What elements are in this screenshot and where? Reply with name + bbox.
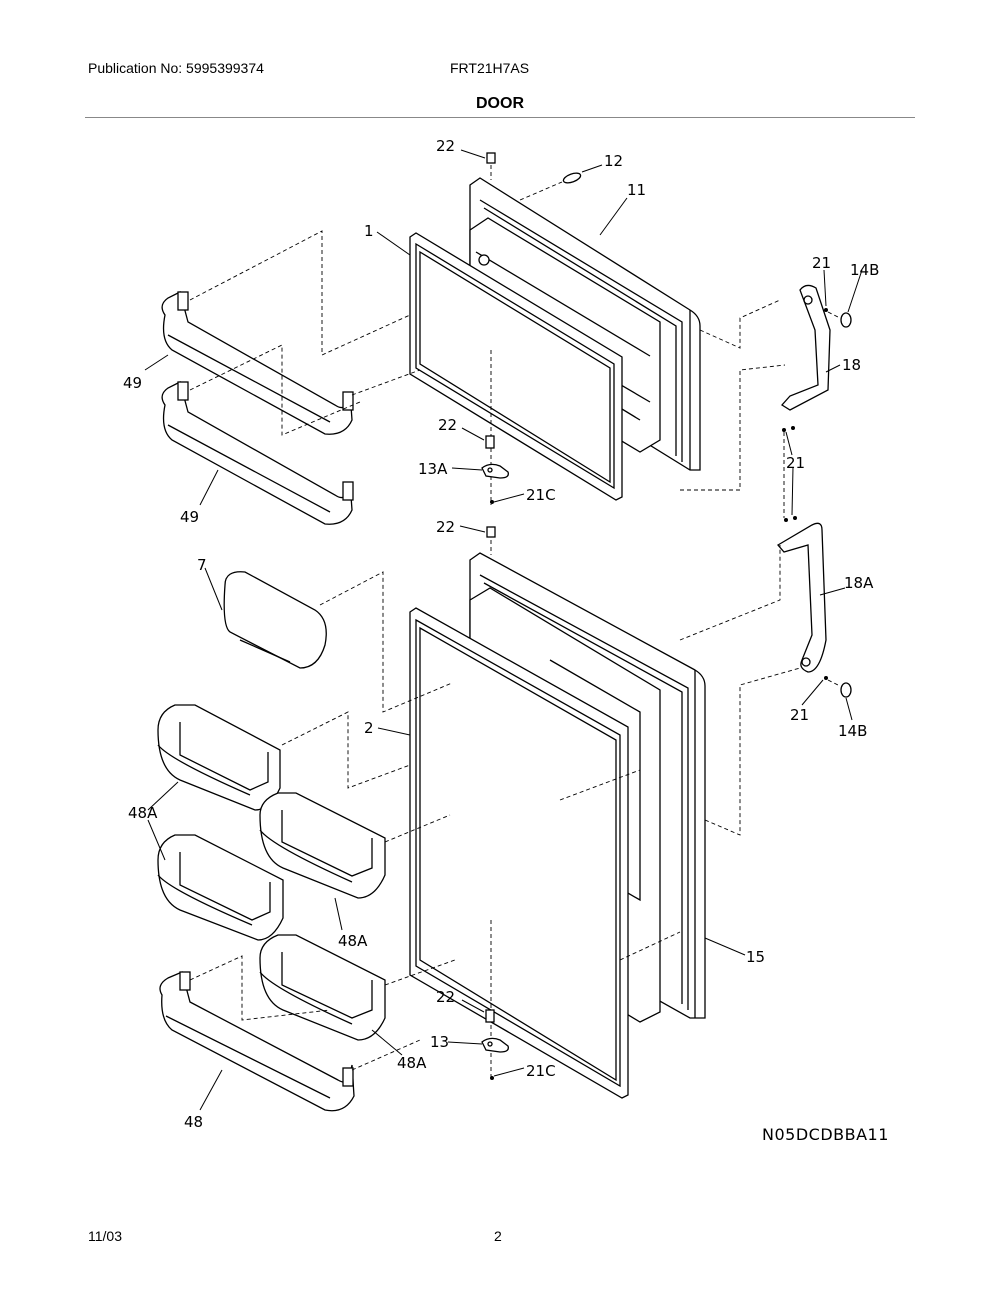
callout-12: 12	[604, 152, 623, 170]
callout-48A: 48A	[128, 804, 158, 822]
callout-14B: 14B	[850, 261, 879, 279]
door-shelf-49-lower	[161, 381, 354, 525]
callout-22: 22	[436, 518, 455, 536]
callout-15: 15	[746, 948, 765, 966]
hinge-13A	[481, 463, 509, 479]
freezer-gasket-1	[409, 232, 623, 501]
callout-49: 49	[180, 508, 199, 526]
publication-number: Publication No: 5995399374	[88, 60, 264, 76]
callout-21C: 21C	[526, 1062, 556, 1080]
hinge-pin-22-middle	[485, 435, 495, 449]
section-title: DOOR	[476, 95, 524, 112]
screw-21C-top	[490, 500, 494, 504]
header-divider	[85, 117, 915, 118]
callout-7: 7	[197, 556, 207, 574]
callout-13: 13	[430, 1033, 449, 1051]
callout-11: 11	[627, 181, 646, 199]
door-shelf-48	[159, 971, 355, 1112]
dairy-door-7	[223, 571, 327, 669]
callout-21C: 21C	[526, 486, 556, 504]
callout-48: 48	[184, 1113, 203, 1131]
callout-21: 21	[812, 254, 831, 272]
hinge-pin-22-center	[486, 526, 496, 538]
callout-14B: 14B	[838, 722, 867, 740]
page-number: 2	[494, 1228, 502, 1244]
callout-22: 22	[436, 988, 455, 1006]
screw-21C-bottom	[490, 1076, 494, 1080]
door-bin-48A-1	[157, 704, 281, 811]
callout-2: 2	[364, 719, 374, 737]
callout-1: 1	[364, 222, 374, 240]
footer-date: 11/03	[88, 1228, 122, 1244]
callout-49: 49	[123, 374, 142, 392]
door-bin-48A-3	[157, 834, 284, 941]
hinge-pin-22-bottom	[485, 1009, 495, 1023]
callout-18: 18	[842, 356, 861, 374]
fresh-food-gasket-2	[409, 607, 629, 1099]
drawing-code: N05DCDBBA11	[762, 1125, 889, 1144]
callout-21: 21	[786, 454, 805, 472]
plug-12	[519, 172, 582, 201]
door-bin-48A-4	[259, 934, 386, 1041]
callout-48A: 48A	[338, 932, 368, 950]
hinge-13	[481, 1037, 509, 1053]
door-shelf-49-upper	[161, 291, 354, 435]
callout-48A: 48A	[397, 1054, 427, 1072]
door-bin-48A-2	[259, 792, 386, 899]
hinge-pin-22-top	[486, 152, 496, 180]
callout-22: 22	[436, 137, 455, 155]
callout-13A: 13A	[418, 460, 448, 478]
handle-18A	[777, 522, 827, 673]
callout-22: 22	[438, 416, 457, 434]
model-number: FRT21H7AS	[450, 60, 530, 76]
handle-18	[781, 284, 831, 411]
callout-18A: 18A	[844, 574, 874, 592]
callout-21: 21	[790, 706, 809, 724]
